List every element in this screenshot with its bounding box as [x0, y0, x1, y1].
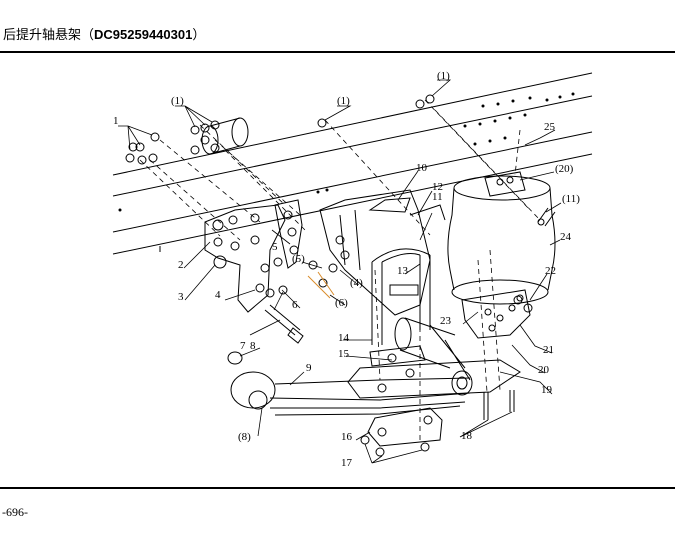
part-labels: 1 (1) (1) (1) 25 (20) (11) 24 22 21 20 1…	[113, 70, 580, 469]
leaf-spring	[230, 371, 471, 416]
label-4-paren: (4)	[350, 277, 363, 289]
label-5: 5	[272, 241, 278, 253]
exploded-suspension-diagram: 1 (1) (1) (1) 25 (20) (11) 24 22 21 20 1…	[112, 70, 593, 469]
label-25: 25	[544, 121, 556, 133]
frame-bolts-1	[125, 94, 435, 165]
label-8-paren: (8)	[238, 431, 251, 443]
washer	[227, 351, 243, 365]
label-19: 19	[541, 384, 553, 396]
label-1: 1	[113, 115, 119, 127]
spring-mount-plate	[461, 289, 531, 339]
label-18: 18	[461, 430, 473, 442]
label-3: 3	[178, 291, 184, 303]
label-22: 22	[545, 265, 556, 277]
frame-rail	[112, 72, 593, 255]
label-16: 16	[341, 431, 353, 443]
bracket-plate	[274, 199, 303, 269]
assembly-lines	[139, 99, 541, 440]
nuts-22	[513, 295, 533, 313]
label-20: 20	[538, 364, 550, 376]
label-10: 10	[416, 162, 428, 174]
label-11-paren: (11)	[562, 193, 580, 205]
highlight-leader	[307, 271, 335, 299]
page-number: -696-	[2, 505, 28, 519]
label-2: 2	[178, 259, 184, 271]
axle-tube	[394, 317, 473, 396]
label-24: 24	[560, 231, 572, 243]
front-hanger-bracket	[204, 204, 288, 313]
label-1-paren: (1)	[437, 70, 450, 82]
label-5-paren: (5)	[292, 253, 305, 265]
page-header: 后提升轴悬架（DC95259440301）	[3, 27, 205, 43]
bolts-11	[537, 207, 556, 227]
label-13: 13	[397, 265, 409, 277]
part-number: DC95259440301	[94, 27, 193, 42]
label-12: 12	[432, 181, 443, 193]
header-close: ）	[192, 27, 206, 42]
footer-rule	[0, 487, 675, 489]
label-7: 7	[240, 340, 246, 352]
rail-holes	[118, 92, 575, 212]
header-title: 后提升轴悬架（	[3, 27, 95, 42]
label-20-paren: (20)	[555, 163, 574, 175]
long-bolt	[264, 304, 304, 344]
label-17: 17	[341, 457, 353, 469]
label-23: 23	[440, 315, 452, 327]
label-11: 11	[432, 191, 443, 203]
axle-seat	[347, 345, 521, 399]
label-1-paren: (1)	[337, 95, 350, 107]
header-rule	[0, 51, 675, 53]
shock-cylinder	[201, 117, 249, 155]
air-spring	[447, 171, 556, 305]
nuts-17	[360, 435, 430, 457]
label-6-paren: (6)	[335, 297, 348, 309]
label-14: 14	[338, 332, 350, 344]
label-9: 9	[306, 362, 312, 374]
label-8: 8	[250, 340, 256, 352]
label-21: 21	[543, 344, 554, 356]
bolts-18	[483, 390, 515, 420]
lower-clamp-plate	[367, 407, 443, 447]
u-bolt	[371, 248, 431, 345]
label-15: 15	[338, 348, 350, 360]
label-leaders	[118, 79, 562, 464]
label-6: 6	[292, 299, 298, 311]
label-4: 4	[215, 289, 221, 301]
label-1-paren: (1)	[171, 95, 184, 107]
